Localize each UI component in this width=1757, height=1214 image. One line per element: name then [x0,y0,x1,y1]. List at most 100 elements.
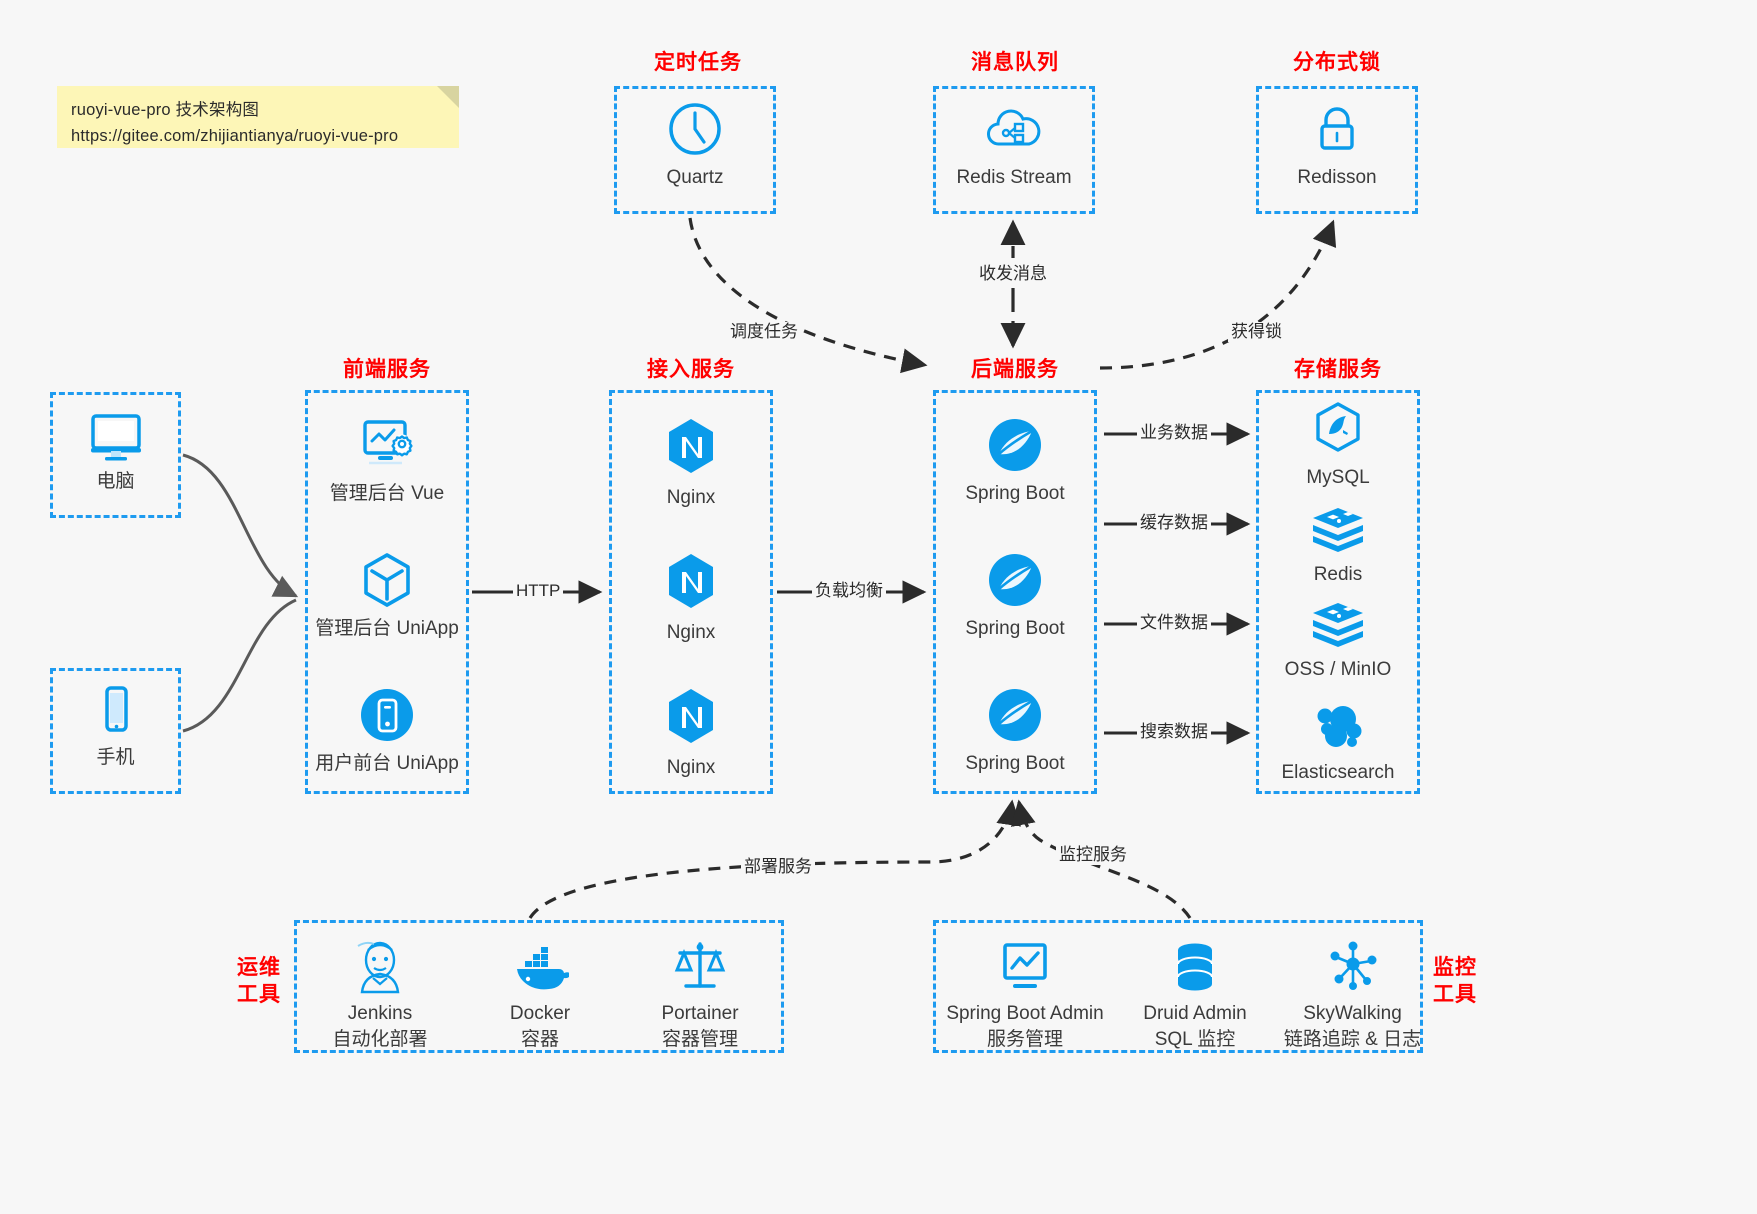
mysql-icon [1310,400,1366,458]
mobile-app-icon [358,686,416,744]
group-title-message-queue: 消息队列 [971,51,1059,74]
oss-minio-icon [1309,600,1367,650]
redis-label: Redis [1313,564,1363,585]
node-docker[interactable]: Docker 容器 [470,940,610,1052]
portainer-label: Portainer [661,1003,739,1024]
cube-icon [358,551,416,609]
docker-sublabel: 容器 [520,1028,559,1050]
client-computer-label: 电脑 [96,471,135,492]
node-redis-stream[interactable]: Redis Stream [933,100,1095,191]
jenkins-sublabel: 自动化部署 [332,1028,428,1050]
edge-label-load-balance: 负载均衡 [812,581,886,602]
spring-boot-admin-icon [997,940,1053,994]
group-title-storage: 存储服务 [1294,358,1382,381]
nginx-2-label: Nginx [666,622,716,643]
edge-label-monitor-service: 监控服务 [1056,845,1130,866]
edge-label-http: HTTP [513,581,564,602]
redis-icon [1309,505,1367,555]
group-title-gateway: 接入服务 [647,358,735,381]
nginx-icon [662,686,720,748]
box-backend-services [933,390,1097,794]
edge-label-file-data: 文件数据 [1137,613,1211,634]
node-mysql[interactable]: MySQL [1256,400,1420,491]
portainer-sublabel: 容器管理 [661,1028,738,1050]
node-portainer[interactable]: Portainer 容器管理 [630,940,770,1052]
dashboard-gear-icon [356,416,418,474]
redis-stream-label: Redis Stream [956,167,1072,188]
node-nginx-2[interactable]: Nginx [609,551,773,646]
skywalking-icon [1325,940,1381,994]
cloud-stream-icon [985,100,1043,158]
node-client-computer[interactable]: 电脑 [50,410,181,495]
druid-admin-sublabel: SQL 监控 [1154,1028,1236,1050]
box-devops-tools [294,920,784,1053]
elasticsearch-icon [1309,697,1367,753]
box-frontend-services [305,390,469,794]
node-skywalking[interactable]: SkyWalking 链路追踪 & 日志 [1275,940,1430,1052]
node-spring-boot-2[interactable]: Spring Boot [933,551,1097,642]
portainer-icon [671,940,729,994]
spring-boot-1-label: Spring Boot [965,483,1065,504]
edge-label-business-data: 业务数据 [1137,423,1211,444]
box-gateway-services [609,390,773,794]
title-note: ruoyi-vue-pro 技术架构图 https://gitee.com/zh… [57,86,459,148]
group-title-monitor-line2: 工具 [1433,982,1477,1006]
box-distributed-lock [1256,86,1418,214]
group-title-monitor: 监控 工具 [1424,955,1486,1009]
node-client-mobile[interactable]: 手机 [50,686,181,771]
spring-boot-icon [986,416,1044,474]
docker-icon [511,940,571,994]
spring-boot-3-label: Spring Boot [965,753,1065,774]
group-title-devops: 运维 工具 [228,955,290,1009]
druid-admin-label: Druid Admin [1143,1003,1247,1024]
node-druid-admin[interactable]: Druid Admin SQL 监控 [1125,940,1265,1052]
spring-boot-icon [986,686,1044,744]
jenkins-icon [352,940,408,994]
box-client-computer [50,392,181,518]
node-spring-boot-admin[interactable]: Spring Boot Admin 服务管理 [946,940,1104,1052]
group-title-backend: 后端服务 [971,358,1059,381]
admin-vue-label: 管理后台 Vue [329,483,445,504]
node-nginx-3[interactable]: Nginx [609,686,773,781]
group-title-devops-line2: 工具 [237,982,281,1006]
node-spring-boot-1[interactable]: Spring Boot [933,416,1097,507]
jenkins-label: Jenkins [347,1003,413,1024]
node-quartz[interactable]: Quartz [614,100,776,191]
edge-label-deploy-service: 部署服务 [741,857,815,878]
mobile-phone-icon [87,686,145,738]
edge-label-schedule-task: 调度任务 [727,322,801,343]
node-user-uniapp[interactable]: 用户前台 UniApp [305,686,469,777]
spring-boot-admin-sublabel: 服务管理 [986,1028,1063,1050]
note-title-line: ruoyi-vue-pro 技术架构图 [71,101,260,119]
spring-boot-admin-label: Spring Boot Admin [946,1003,1104,1024]
nginx-icon [662,416,720,478]
group-title-devops-line1: 运维 [237,956,281,979]
box-scheduled-task [614,86,776,214]
node-redisson[interactable]: Redisson [1256,100,1418,191]
node-jenkins[interactable]: Jenkins 自动化部署 [310,940,450,1052]
node-admin-uniapp[interactable]: 管理后台 UniApp [305,551,469,642]
skywalking-sublabel: 链路追踪 & 日志 [1283,1028,1422,1050]
node-oss-minio[interactable]: OSS / MinIO [1256,600,1420,683]
nginx-3-label: Nginx [666,757,716,778]
node-elasticsearch[interactable]: Elasticsearch [1256,697,1420,786]
skywalking-label: SkyWalking [1303,1003,1402,1024]
node-redis[interactable]: Redis [1256,505,1420,588]
node-nginx-1[interactable]: Nginx [609,416,773,511]
box-monitor-tools [933,920,1423,1053]
edge-label-send-receive-message: 收发消息 [976,264,1050,285]
spring-boot-icon [986,551,1044,609]
clock-icon [666,100,724,158]
oss-minio-label: OSS / MinIO [1284,659,1392,680]
node-spring-boot-3[interactable]: Spring Boot [933,686,1097,777]
nginx-icon [662,551,720,613]
note-url-line: https://gitee.com/zhijiantianya/ruoyi-vu… [71,126,399,145]
desktop-computer-icon [87,410,145,462]
box-message-queue [933,86,1095,214]
node-admin-vue[interactable]: 管理后台 Vue [305,416,469,507]
edge-label-acquire-lock: 获得锁 [1228,322,1285,343]
group-title-distributed-lock: 分布式锁 [1293,51,1381,74]
quartz-label: Quartz [666,167,724,188]
user-uniapp-label: 用户前台 UniApp [315,753,459,774]
